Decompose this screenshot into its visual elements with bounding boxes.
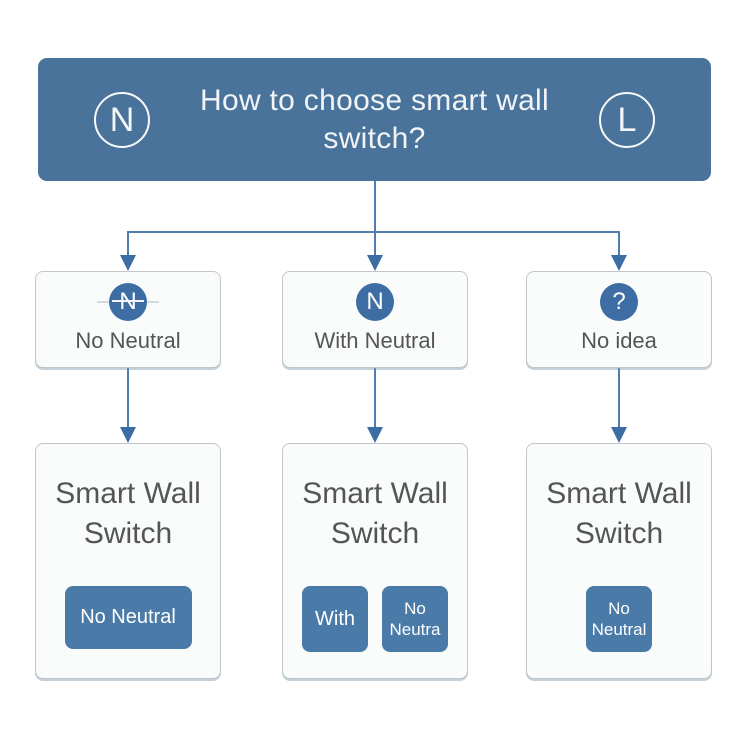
option-label: No idea [581, 328, 657, 353]
strike-line [112, 300, 144, 302]
result-title-line-1: Smart Wall [302, 477, 448, 510]
option-card-no-neutral: N No Neutral [35, 271, 221, 368]
option-card-no-idea: ? No idea [526, 271, 712, 368]
question-icon: ? [588, 283, 650, 321]
connector-stem [374, 181, 376, 257]
switch-button-row: No Neutral [527, 586, 711, 652]
option-label: No Neutral [75, 328, 181, 353]
switch-button-label: No Neutra [389, 599, 441, 639]
switch-button-row: No Neutral [36, 586, 220, 649]
option-label: With Neutral [314, 328, 436, 353]
page-title-line-2: switch? [323, 121, 426, 155]
result-card-with-neutral: Smart Wall Switch With No Neutra [282, 443, 468, 679]
with-switch-button: With [302, 586, 368, 652]
connector-line [618, 368, 620, 427]
no-neutral-switch-button: No Neutral [586, 586, 652, 652]
arrow-down-icon [120, 255, 136, 271]
result-title: Smart Wall Switch [36, 444, 220, 554]
arrow-down-icon [367, 427, 383, 443]
page-title: How to choose smart wall switch? [150, 82, 599, 158]
result-title-line-2: Switch [83, 517, 173, 550]
crossed-n-icon-letter: N [119, 288, 136, 316]
arrow-down-icon [120, 427, 136, 443]
result-card-no-neutral: Smart Wall Switch No Neutral [35, 443, 221, 679]
connector-line [127, 231, 129, 257]
crossed-n-icon: N [97, 283, 159, 321]
option-card-with-neutral: N With Neutral [282, 271, 468, 368]
header-banner: N How to choose smart wall switch? L [38, 58, 711, 181]
switch-button-row: With No Neutra [283, 586, 467, 652]
result-title-line-2: Switch [330, 517, 420, 550]
connector-line [127, 368, 129, 427]
live-wire-badge-letter: L [617, 100, 637, 139]
live-wire-badge: L [599, 91, 655, 148]
switch-button-label: With [315, 607, 355, 630]
n-icon-letter: N [366, 288, 384, 315]
result-title: Smart Wall Switch [283, 444, 467, 554]
n-icon: N [344, 283, 406, 321]
arrow-down-icon [611, 427, 627, 443]
question-icon-glyph: ? [612, 288, 626, 315]
switch-button-label: No Neutral [80, 606, 176, 628]
arrow-down-icon [611, 255, 627, 271]
result-title-line-2: Switch [574, 517, 664, 550]
arrow-down-icon [367, 255, 383, 271]
result-title-line-1: Smart Wall [55, 477, 201, 510]
result-title-line-1: Smart Wall [546, 477, 692, 510]
connector-line [618, 231, 620, 257]
neutral-wire-badge: N [94, 91, 150, 148]
page-title-line-1: How to choose smart wall [200, 83, 549, 117]
result-card-no-idea: Smart Wall Switch No Neutral [526, 443, 712, 679]
connector-line [374, 368, 376, 427]
no-neutral-switch-button: No Neutra [382, 586, 448, 652]
result-title: Smart Wall Switch [527, 444, 711, 554]
switch-button-label: No Neutral [591, 599, 647, 639]
neutral-wire-badge-letter: N [109, 100, 135, 139]
connector-horizontal [127, 231, 620, 233]
no-neutral-switch-button: No Neutral [64, 586, 192, 649]
